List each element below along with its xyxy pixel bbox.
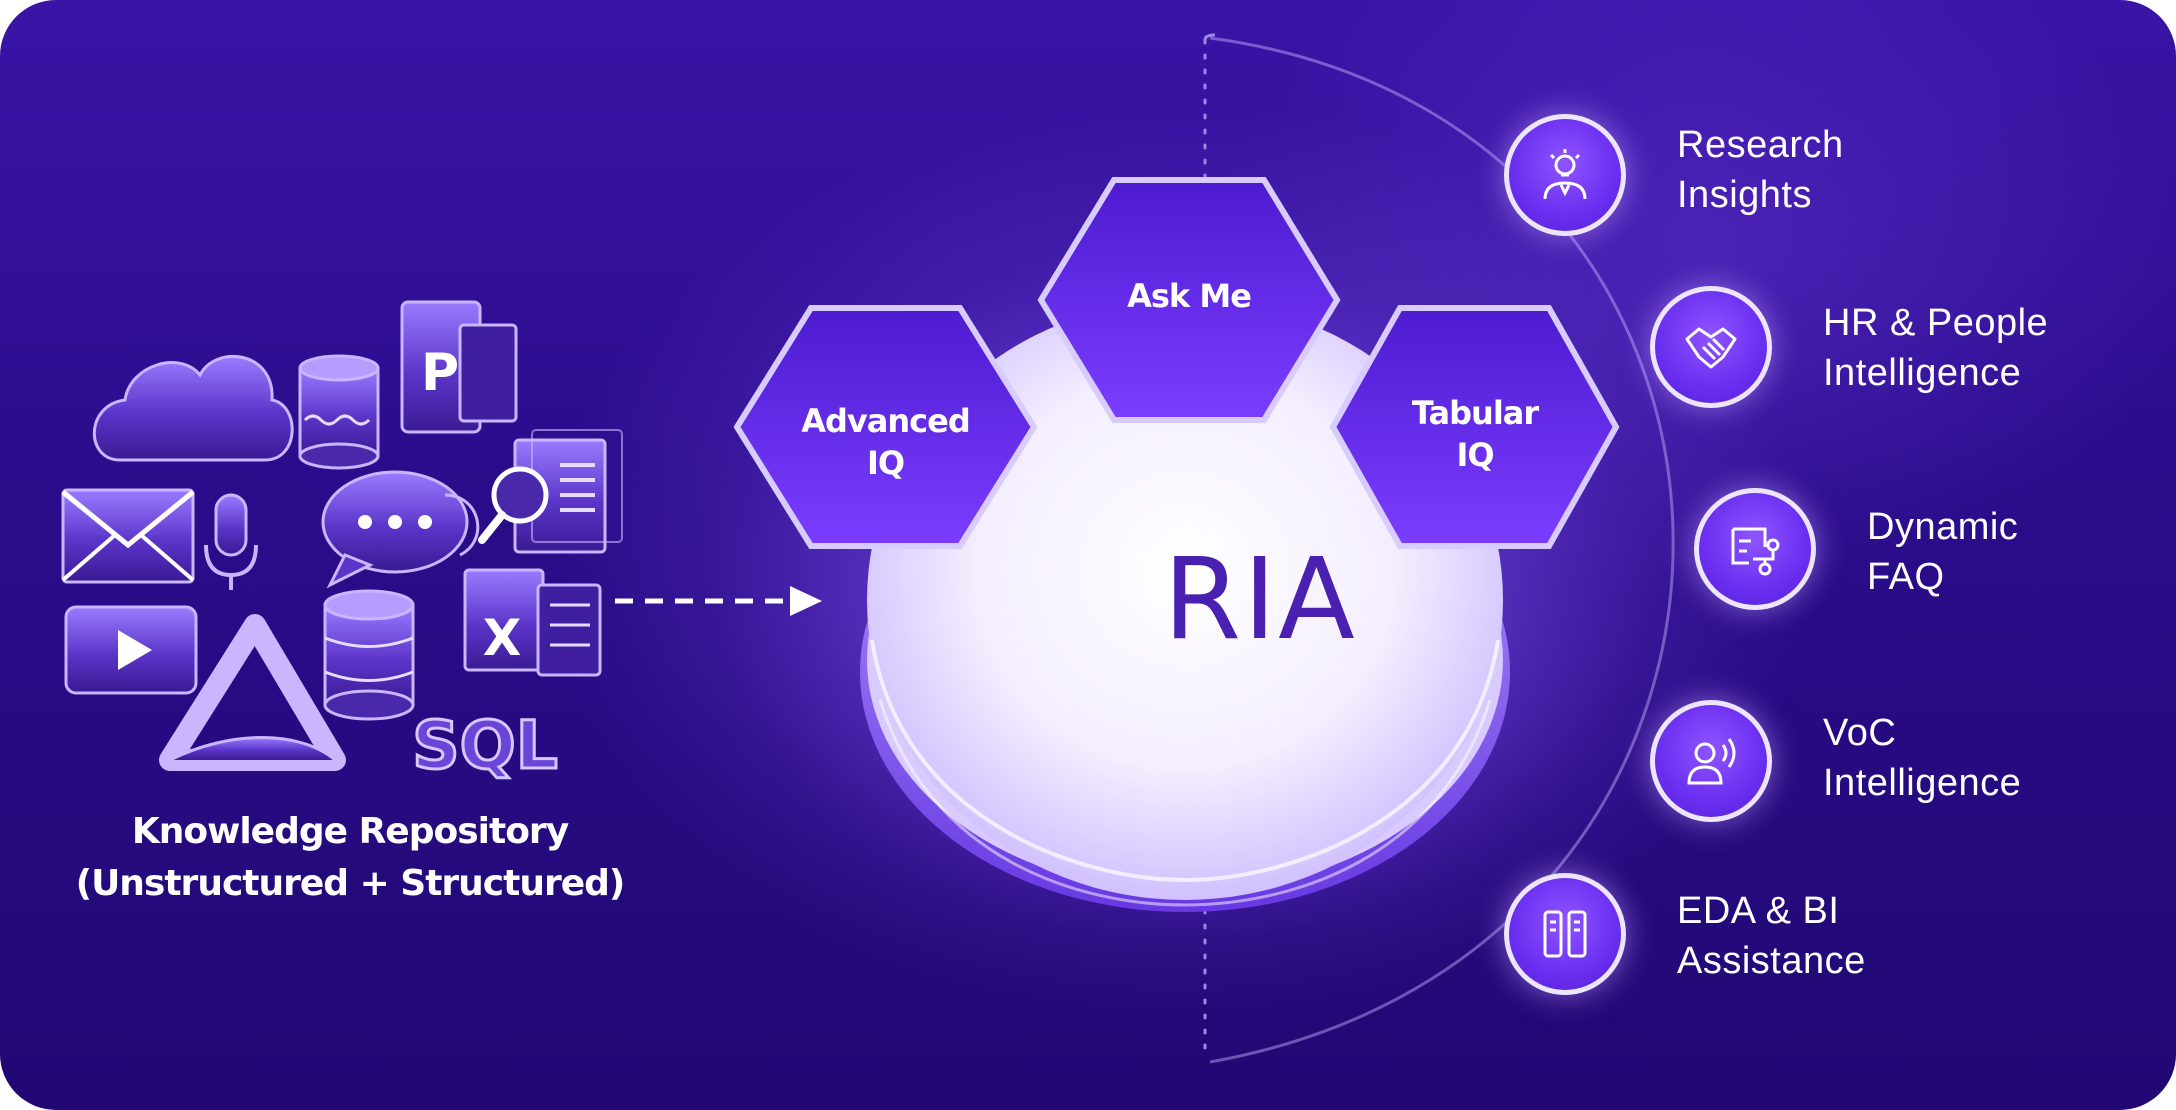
repository-caption-line1: Knowledge Repository [131, 811, 569, 852]
lightbulb-person-icon [1543, 149, 1587, 200]
brand-logo-icon [159, 614, 346, 771]
capability-dynamic-faq-icon[interactable] [1694, 488, 1816, 610]
capability-dynamic-faq-label[interactable]: Dynamic FAQ [1867, 506, 2019, 598]
orbit-arc [1209, 36, 1675, 1064]
sql-label: SQL [411, 706, 560, 786]
microphone-icon [204, 493, 258, 590]
hexagon-advanced-iq[interactable] [733, 305, 1038, 549]
document-search-icon [478, 429, 623, 554]
ria-platform [860, 300, 1510, 912]
capability-research-insights-icon[interactable] [1504, 114, 1626, 236]
chat-bubbles-icon [321, 470, 480, 589]
repository-caption-line2: (Unstructured + Structured) [75, 863, 626, 904]
svg-text:P: P [421, 343, 459, 403]
database-cylinder-icon [298, 354, 380, 470]
svg-text:SQL: SQL [412, 707, 558, 784]
hexagon-ask-me[interactable] [1037, 177, 1341, 423]
video-play-icon [64, 605, 198, 695]
advanced-iq-label[interactable]: Advanced IQ [801, 402, 970, 482]
handshake-icon [1685, 327, 1737, 369]
svg-text:X: X [483, 609, 522, 667]
excel-icon: X [463, 568, 602, 677]
capability-hr-people-icon[interactable] [1650, 286, 1772, 408]
faq-flow-icon [1731, 527, 1780, 576]
capability-voc-label[interactable]: VoC Intelligence [1823, 712, 2022, 804]
voice-speaker-icon [1687, 738, 1736, 785]
capability-eda-bi-label[interactable]: EDA & BI Assistance [1677, 890, 1866, 982]
tabular-iq-label[interactable]: Tabular IQ [1411, 394, 1539, 474]
server-panels-icon [1543, 910, 1587, 958]
database-stack-icon [323, 589, 415, 721]
cloud-icon [92, 354, 294, 462]
ask-me-label[interactable]: Ask Me [1127, 277, 1252, 315]
powerpoint-icon: P [400, 300, 518, 434]
capability-voc-icon[interactable] [1650, 700, 1772, 822]
capability-hr-people-label[interactable]: HR & People Intelligence [1823, 302, 2049, 394]
flow-arrow [615, 586, 822, 616]
dotted-guide-cap-top [1203, 33, 1216, 41]
capability-eda-bi-icon[interactable] [1504, 873, 1626, 995]
email-envelope-icon [61, 488, 195, 584]
hexagon-tabular-iq[interactable] [1329, 305, 1620, 549]
capability-research-insights-label[interactable]: Research Insights [1677, 124, 1844, 216]
ria-title: RIA [1163, 535, 1357, 665]
